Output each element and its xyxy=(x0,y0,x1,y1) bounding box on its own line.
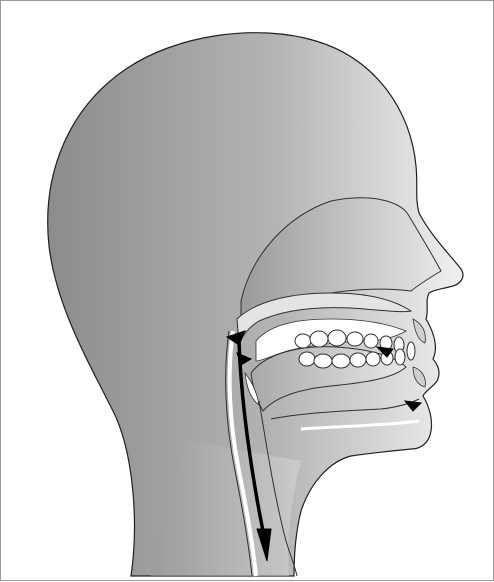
head-diagram xyxy=(1,1,494,582)
diagram-frame xyxy=(0,0,494,581)
